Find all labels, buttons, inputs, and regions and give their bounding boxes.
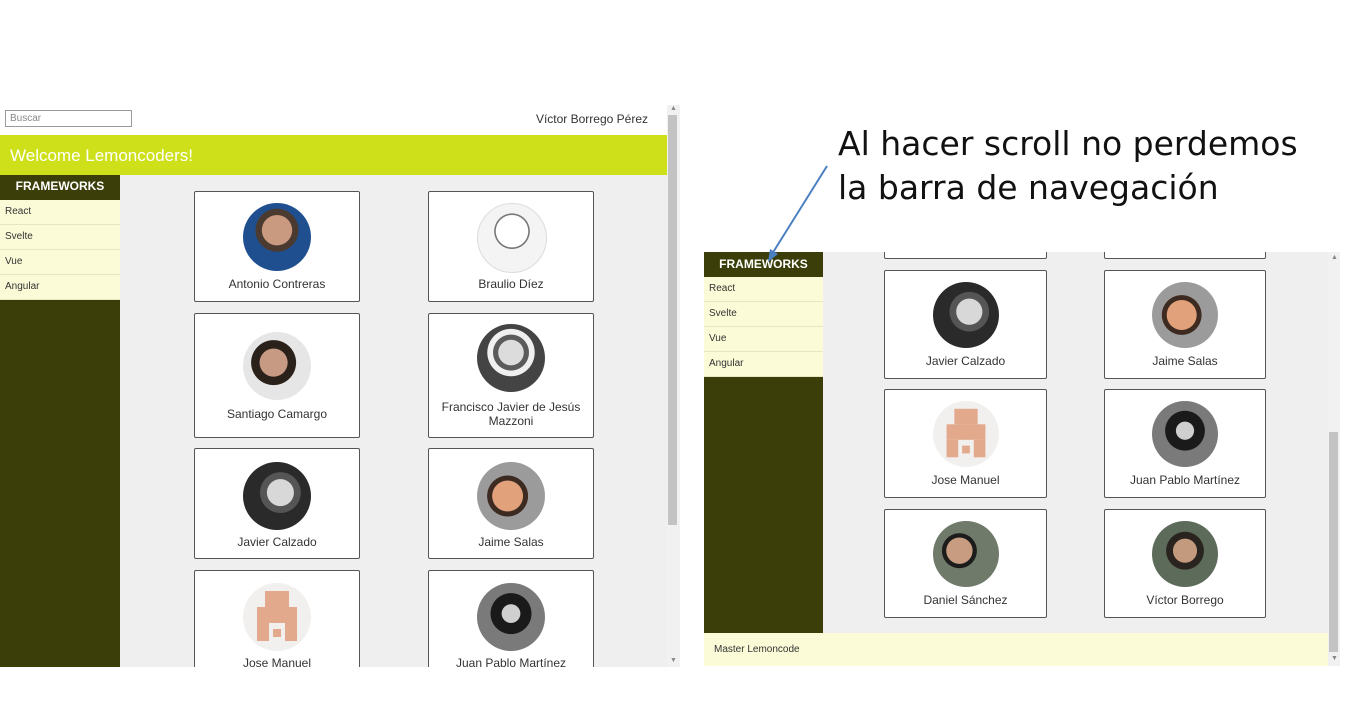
sidebar-item-react[interactable]: React: [704, 277, 823, 302]
footer: Master Lemoncode: [704, 633, 1328, 666]
sidebar-item-svelte[interactable]: Svelte: [0, 225, 120, 250]
sidebar: FRAMEWORKS React Svelte Vue Angular: [0, 175, 120, 667]
member-card[interactable]: Víctor Borrego: [1104, 509, 1266, 618]
avatar: [243, 583, 311, 651]
member-name: Juan Pablo Martínez: [1129, 473, 1241, 487]
member-name: Santiago Camargo: [226, 407, 328, 421]
avatar: [932, 521, 999, 587]
member-card[interactable]: Braulio Díez: [428, 191, 594, 302]
member-card-partial[interactable]: [1104, 252, 1266, 259]
annotation-line-1: Al hacer scroll no perdemos: [838, 124, 1298, 163]
scroll-up-icon[interactable]: ▲: [1331, 254, 1338, 261]
scrollbar-thumb[interactable]: [1329, 432, 1338, 652]
member-name: Javier Calzado: [237, 535, 317, 549]
member-name: Jose Manuel: [931, 473, 1000, 487]
annotation-line-2: la barra de navegación: [838, 168, 1219, 207]
member-card[interactable]: Jose Manuel: [884, 389, 1047, 498]
banner-title: Welcome Lemoncoders!: [10, 146, 193, 165]
sidebar-item-vue[interactable]: Vue: [704, 327, 823, 352]
scroll-up-icon[interactable]: ▲: [670, 105, 677, 112]
member-name: Javier Calzado: [925, 354, 1006, 368]
scrollbar[interactable]: ▲ ▼: [1328, 252, 1340, 666]
member-name: Antonio Contreras: [228, 277, 326, 291]
app-window-full: Víctor Borrego Pérez Welcome Lemoncoders…: [0, 105, 680, 667]
scroll-down-icon[interactable]: ▼: [670, 657, 677, 664]
sidebar-header: FRAMEWORKS: [15, 179, 105, 193]
identicon-icon: [257, 591, 297, 641]
member-card[interactable]: Daniel Sánchez: [884, 509, 1047, 618]
member-card[interactable]: Jaime Salas: [1104, 270, 1266, 379]
member-name: Víctor Borrego: [1146, 593, 1224, 607]
member-card[interactable]: Javier Calzado: [194, 448, 360, 559]
avatar: [477, 203, 547, 273]
member-name: Jaime Salas: [478, 535, 544, 549]
scroll-down-icon[interactable]: ▼: [1331, 655, 1338, 662]
search-input[interactable]: [5, 110, 132, 127]
member-card[interactable]: Jose Manuel: [194, 570, 360, 667]
app-window-scrolled: FRAMEWORKS React Svelte Vue Angular Javi…: [704, 252, 1340, 666]
identicon-icon: [946, 408, 985, 458]
avatar: [477, 324, 545, 392]
footer-text: Master Lemoncode: [714, 644, 800, 655]
avatar: [243, 332, 311, 400]
sidebar-item-angular[interactable]: Angular: [0, 275, 120, 300]
top-bar: Víctor Borrego Pérez: [0, 105, 667, 135]
avatar: [932, 401, 999, 467]
sidebar-item-react[interactable]: React: [0, 200, 120, 225]
member-name: Daniel Sánchez: [923, 593, 1008, 607]
avatar: [243, 203, 311, 271]
avatar: [1152, 521, 1218, 587]
user-name: Víctor Borrego Pérez: [535, 112, 648, 126]
member-name: Francisco Javier de Jesús Mazzoni: [441, 400, 581, 428]
member-card[interactable]: Juan Pablo Martínez: [1104, 389, 1266, 498]
avatar: [1152, 401, 1218, 467]
member-name: Jose Manuel: [242, 656, 312, 667]
sidebar-item-vue[interactable]: Vue: [0, 250, 120, 275]
avatar: [477, 462, 545, 530]
welcome-banner: Welcome Lemoncoders!: [0, 135, 667, 175]
member-name: Braulio Díez: [478, 277, 544, 291]
avatar: [477, 583, 545, 651]
member-card[interactable]: Antonio Contreras: [194, 191, 360, 302]
avatar: [243, 462, 311, 530]
sidebar: FRAMEWORKS React Svelte Vue Angular: [704, 252, 823, 633]
member-card[interactable]: Javier Calzado: [884, 270, 1047, 379]
sidebar-header: FRAMEWORKS: [719, 257, 808, 271]
scrollbar-thumb[interactable]: [668, 115, 677, 525]
sidebar-item-svelte[interactable]: Svelte: [704, 302, 823, 327]
member-card[interactable]: Santiago Camargo: [194, 313, 360, 438]
member-name: Jaime Salas: [1152, 354, 1218, 368]
sidebar-item-angular[interactable]: Angular: [704, 352, 823, 377]
member-card[interactable]: Jaime Salas: [428, 448, 594, 559]
annotation-text: Al hacer scroll no perdemos la barra de …: [838, 122, 1298, 210]
member-card[interactable]: Francisco Javier de Jesús Mazzoni: [428, 313, 594, 438]
member-card-partial[interactable]: [884, 252, 1047, 259]
scrollbar[interactable]: ▲ ▼: [667, 105, 680, 667]
member-name: Juan Pablo Martínez: [455, 656, 567, 667]
avatar: [1152, 282, 1218, 348]
member-card[interactable]: Juan Pablo Martínez: [428, 570, 594, 667]
avatar: [932, 282, 999, 348]
